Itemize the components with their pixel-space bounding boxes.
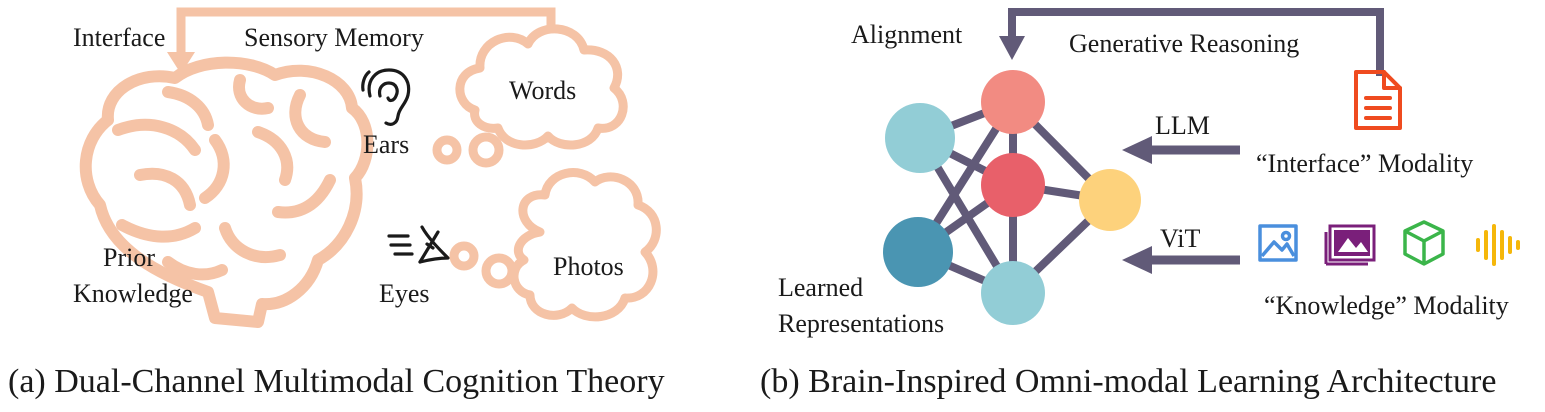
node-center-red xyxy=(981,153,1045,217)
generative-reasoning-arrowhead xyxy=(999,36,1025,60)
label-interface: Interface xyxy=(73,23,166,52)
label-eyes: Eyes xyxy=(379,279,430,308)
panel-b-graphics xyxy=(883,8,1520,325)
3d-cube-icon xyxy=(1403,220,1445,266)
label-interface-modality: “Interface” Modality xyxy=(1256,149,1474,178)
vit-arrowhead xyxy=(1122,246,1152,274)
ear-icon xyxy=(361,68,411,126)
interface-arrowhead xyxy=(167,52,195,74)
node-top-salmon xyxy=(981,70,1045,134)
words-cloud xyxy=(455,24,628,150)
label-prior: Prior xyxy=(103,243,155,272)
label-llm: LLM xyxy=(1155,111,1210,140)
photos-thought-bubbles xyxy=(449,241,517,289)
label-learned: Learned xyxy=(778,273,864,302)
audio-waveform-icon xyxy=(1476,224,1520,266)
llm-arrowhead xyxy=(1122,136,1152,164)
generative-reasoning-arrow xyxy=(1008,8,1384,76)
document-icon xyxy=(1354,70,1402,130)
node-right-yellow xyxy=(1079,169,1141,231)
label-vit: ViT xyxy=(1160,224,1201,253)
label-photos: Photos xyxy=(553,252,624,281)
label-representations: Representations xyxy=(778,309,945,338)
caption-panel-a: (a) Dual-Channel Multimodal Cognition Th… xyxy=(8,363,665,400)
label-knowledge: Knowledge xyxy=(73,279,193,308)
brain-icon xyxy=(79,56,374,328)
photos-cloud xyxy=(509,168,661,322)
node-bottom-light-teal xyxy=(981,261,1045,325)
label-alignment: Alignment xyxy=(851,20,963,49)
words-thought-bubbles xyxy=(432,132,504,168)
label-knowledge-modality: “Knowledge” Modality xyxy=(1264,291,1509,320)
label-words: Words xyxy=(509,76,577,105)
image-icon xyxy=(1258,224,1298,262)
label-ears: Ears xyxy=(363,130,410,159)
label-sensory-memory: Sensory Memory xyxy=(244,23,424,52)
label-generative-reasoning: Generative Reasoning xyxy=(1069,29,1300,58)
caption-panel-b: (b) Brain-Inspired Omni-modal Learning A… xyxy=(760,363,1497,400)
node-left-light-teal xyxy=(885,103,955,173)
node-bottom-left-dark-teal xyxy=(883,217,953,287)
video-icon xyxy=(1324,224,1376,266)
panel-a-graphics xyxy=(79,7,661,328)
eye-icon xyxy=(387,225,450,264)
